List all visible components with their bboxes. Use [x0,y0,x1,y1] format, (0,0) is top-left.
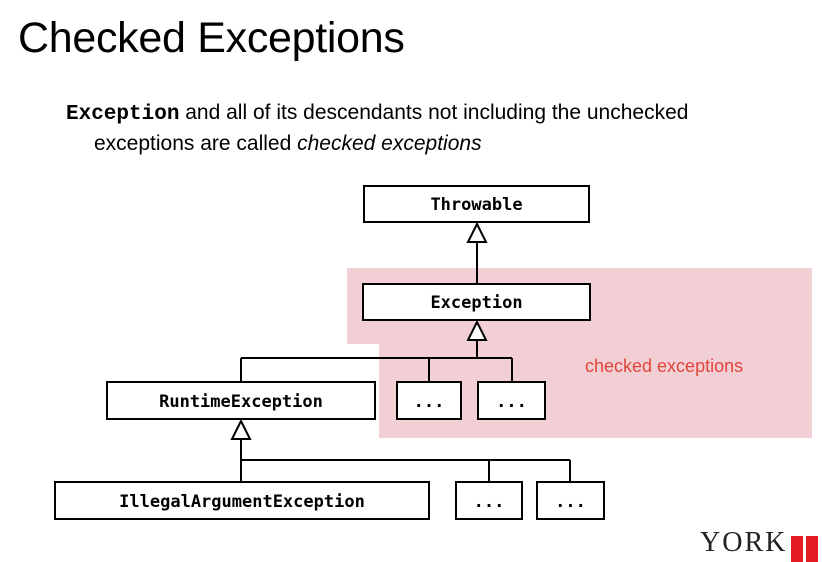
bullet-italic-term: checked exceptions [297,132,482,155]
checked-exceptions-label: checked exceptions [585,356,743,376]
node-runtime-exception-label: RuntimeException [159,392,323,412]
node-illegal-argument-exception-label: IllegalArgumentException [119,492,365,512]
node-exception: Exception [362,283,591,321]
node-ellipsis-label: ... [496,392,527,412]
node-exception-sibling-1: ... [396,381,462,420]
node-throwable-label: Throwable [430,195,522,215]
bullet-code-term: Exception [66,103,180,126]
bullet-text-line-2: exceptions are called [94,132,298,155]
york-logo-text: YORK [700,527,788,558]
node-ellipsis-label: ... [555,492,586,512]
york-logo: YORK [700,528,819,562]
bullet-text-line-1: and all of its descendants not including… [179,101,689,124]
york-logo-mark [791,536,819,562]
node-ellipsis-label: ... [414,392,445,412]
node-ellipsis-label: ... [474,492,505,512]
node-illegal-argument-exception: IllegalArgumentException [54,481,430,520]
node-exception-sibling-2: ... [477,381,546,420]
bullet-text: Exception and all of its descendants not… [66,98,786,158]
node-runtime-sibling-2: ... [536,481,605,520]
slide-title: Checked Exceptions [18,14,405,62]
node-runtime-exception: RuntimeException [106,381,376,420]
inheritance-arrow-exception [466,319,488,341]
node-runtime-sibling-1: ... [455,481,523,520]
inheritance-arrow-runtime-exception [230,418,252,440]
node-exception-label: Exception [430,293,522,313]
inheritance-arrow-throwable [466,221,488,243]
node-throwable: Throwable [363,185,590,223]
